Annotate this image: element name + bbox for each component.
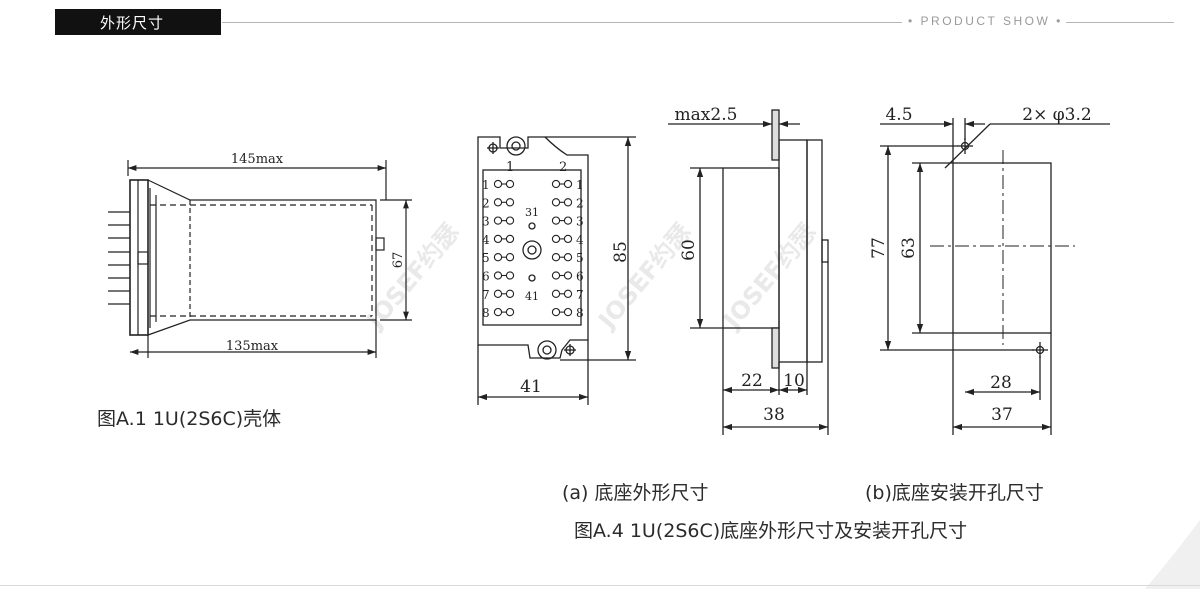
socket-pin bbox=[563, 253, 573, 262]
page-curl bbox=[1145, 520, 1200, 589]
socket-col-label-2: 2 bbox=[559, 160, 567, 175]
socket-pin bbox=[551, 179, 561, 189]
socket-pin bbox=[493, 234, 503, 244]
socket-pin bbox=[493, 289, 503, 298]
socket-pin bbox=[563, 234, 573, 244]
socket-pin bbox=[505, 307, 515, 317]
socket-front-view bbox=[477, 136, 636, 405]
dim-max2-5: max2.5 bbox=[675, 105, 738, 125]
socket-pin bbox=[551, 253, 561, 262]
dim-135max: 135max bbox=[226, 339, 279, 354]
socket-pin bbox=[493, 179, 503, 189]
socket-pin bbox=[563, 289, 573, 298]
dim-67: 67 bbox=[391, 252, 406, 269]
socket-pin bbox=[563, 198, 573, 207]
socket-pin bbox=[551, 234, 561, 244]
socket-label-31: 31 bbox=[525, 206, 539, 219]
socket-pin bbox=[493, 253, 503, 262]
socket-row-number: 4 bbox=[576, 233, 584, 247]
bottom-divider bbox=[0, 585, 1200, 586]
socket-pin bbox=[551, 289, 561, 298]
watermark-3: JOSEF约瑟 bbox=[717, 218, 822, 335]
socket-pin bbox=[505, 253, 515, 262]
socket-pin bbox=[563, 307, 573, 317]
socket-pin bbox=[493, 271, 503, 280]
socket-pin bbox=[505, 198, 515, 207]
socket-pin bbox=[493, 198, 503, 207]
socket-labels: 1 2 31 41 bbox=[506, 160, 567, 303]
socket-row-number: 5 bbox=[576, 251, 584, 265]
housing-flange bbox=[129, 179, 149, 336]
socket-row-number: 8 bbox=[482, 306, 490, 320]
socket-pin bbox=[551, 271, 561, 280]
socket-pin bbox=[551, 216, 561, 225]
socket-pin bbox=[493, 307, 503, 317]
mounting-cutout bbox=[880, 118, 1110, 435]
socket-row-number: 7 bbox=[576, 288, 584, 302]
figure-a4-caption-a: (a) 底座外形尺寸 bbox=[562, 482, 709, 504]
dim-37: 37 bbox=[991, 405, 1013, 425]
watermarks: JOSEF约瑟 JOSEF约瑟 JOSEF约瑟 bbox=[360, 218, 822, 335]
socket-row-number: 3 bbox=[482, 215, 490, 229]
figure-a1-housing bbox=[108, 160, 412, 358]
socket-row-number: 2 bbox=[576, 196, 584, 210]
socket-pin bbox=[493, 216, 503, 225]
socket-pin bbox=[551, 198, 561, 207]
socket-side-view bbox=[668, 109, 829, 435]
socket-row-number: 1 bbox=[576, 178, 584, 192]
figure-a4-caption-b: (b)底座安装开孔尺寸 bbox=[865, 482, 1044, 504]
socket-row-number: 7 bbox=[482, 288, 490, 302]
cutout-rect bbox=[952, 162, 1052, 334]
socket-row-number: 2 bbox=[482, 196, 490, 210]
side-tab-bottom bbox=[771, 327, 780, 369]
socket-pin bbox=[563, 271, 573, 280]
socket-pin bbox=[563, 179, 573, 189]
socket-row-number: 8 bbox=[576, 306, 584, 320]
socket-row-number: 3 bbox=[576, 215, 584, 229]
dim-85: 85 bbox=[611, 241, 631, 263]
socket-pin bbox=[505, 271, 515, 280]
dim-77: 77 bbox=[869, 237, 889, 259]
socket-row-number: 4 bbox=[482, 233, 490, 247]
socket-pin bbox=[505, 216, 515, 225]
socket-pin bbox=[505, 289, 515, 298]
dim-145max: 145max bbox=[231, 152, 284, 167]
socket-row-number: 5 bbox=[482, 251, 490, 265]
watermark-2: JOSEF约瑟 bbox=[592, 218, 697, 335]
socket-pin bbox=[563, 216, 573, 225]
dim-41: 41 bbox=[520, 377, 542, 397]
header-divider bbox=[222, 22, 902, 23]
product-show-label: • PRODUCT SHOW • bbox=[908, 14, 1063, 28]
dim-60: 60 bbox=[679, 239, 699, 261]
socket-row-number: 6 bbox=[576, 270, 584, 284]
dim-10: 10 bbox=[783, 371, 805, 391]
dim-63: 63 bbox=[899, 237, 919, 259]
socket-label-41: 41 bbox=[525, 290, 539, 303]
dim-28: 28 bbox=[990, 373, 1012, 393]
dim-22: 22 bbox=[741, 371, 763, 391]
housing-pins bbox=[108, 211, 130, 305]
side-tab-top bbox=[771, 109, 780, 161]
header-divider-right bbox=[1066, 22, 1174, 23]
socket-pin-grid bbox=[493, 179, 573, 317]
socket-row-number: 6 bbox=[482, 270, 490, 284]
socket-pin bbox=[551, 307, 561, 317]
socket-row-labels: 1 1 2 2 3 3 4 4 5 5 6 6 7 7 8 8 bbox=[482, 178, 584, 320]
socket-pin bbox=[505, 179, 515, 189]
dim-hole-diameter: 2× φ3.2 bbox=[1022, 105, 1091, 125]
socket-pin bbox=[505, 234, 515, 244]
section-tab bbox=[55, 9, 221, 35]
dim-38: 38 bbox=[763, 405, 785, 425]
socket-outline bbox=[477, 136, 589, 359]
figure-a4-caption: 图A.4 1U(2S6C)底座外形尺寸及安装开孔尺寸 bbox=[574, 520, 968, 542]
figure-a1-caption: 图A.1 1U(2S6C)壳体 bbox=[97, 408, 282, 430]
dim-4-5: 4.5 bbox=[885, 105, 912, 125]
socket-row-number: 1 bbox=[482, 178, 490, 192]
section-tab-label: 外形尺寸 bbox=[100, 14, 165, 32]
socket-col-label-1: 1 bbox=[506, 160, 514, 175]
